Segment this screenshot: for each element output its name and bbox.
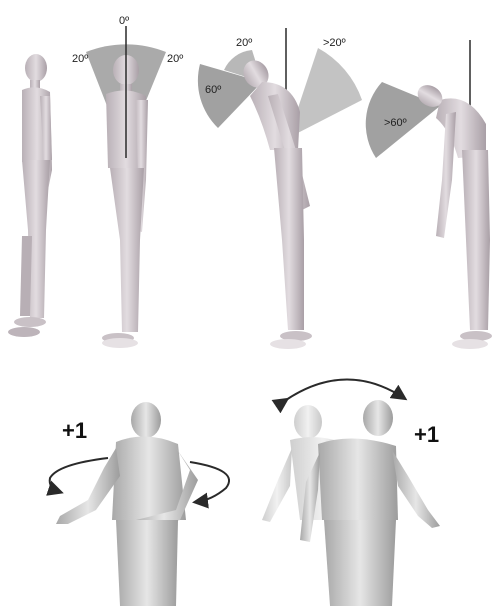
bend-arrow <box>286 379 404 400</box>
angle-label-right: 20º <box>167 53 183 65</box>
angle-label-center: 0º <box>119 15 129 27</box>
bottom-panel: +1 +1 <box>50 379 440 606</box>
top-panel: 0º 20º 20º 20º 60º >20º <box>8 15 492 349</box>
score-label: +1 <box>414 422 439 447</box>
figure-deep-flexion: >60º <box>366 40 492 349</box>
angle-label-back: >20º <box>323 37 346 49</box>
score-label: +1 <box>62 418 87 443</box>
angle-label-wedge: >60º <box>384 117 407 129</box>
angle-label-top: 20º <box>236 37 252 49</box>
figure-trunk-twist: +1 <box>50 402 229 606</box>
figure-neck-neutral: 0º 20º 20º <box>72 15 183 348</box>
figure-side-bend: +1 <box>262 379 440 606</box>
figure-standing-side <box>8 54 52 337</box>
figure-trunk-flexion: 20º 60º >20º <box>198 28 362 349</box>
angle-label-wedge: 60º <box>205 84 221 96</box>
angle-label-left: 20º <box>72 53 88 65</box>
